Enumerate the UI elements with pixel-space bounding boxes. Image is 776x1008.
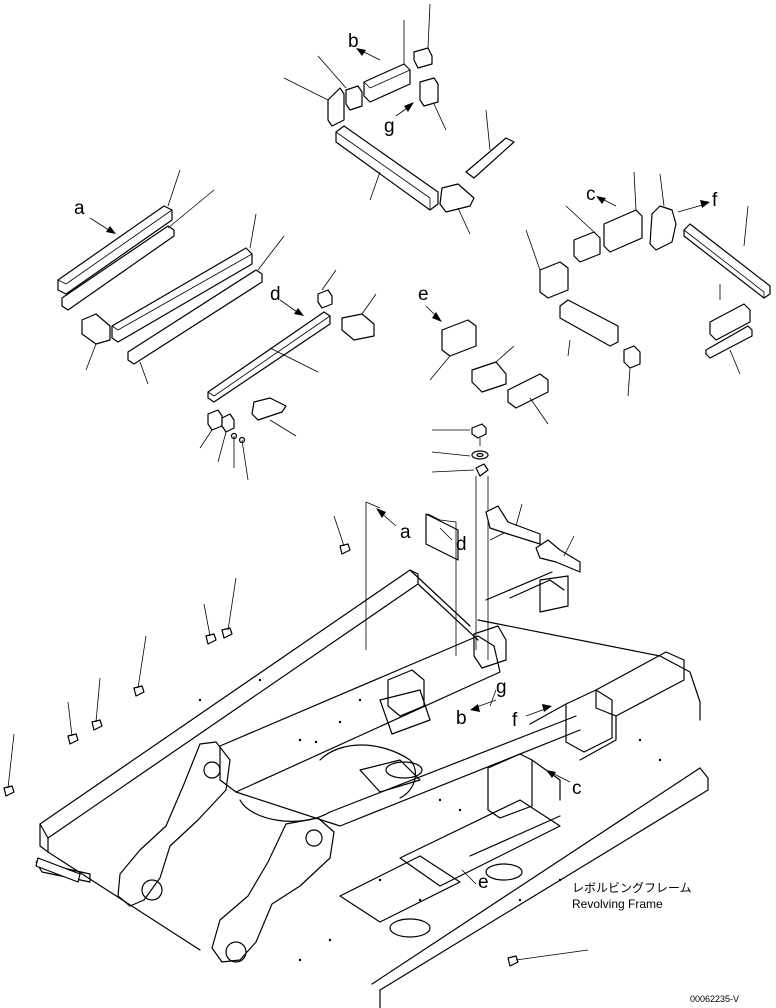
callout-d-left: d xyxy=(270,284,281,305)
callout-g-frame: g xyxy=(496,677,507,698)
callout-a-left: a xyxy=(74,198,85,219)
part-group-left xyxy=(57,169,337,481)
callout-a-frame: a xyxy=(400,522,411,543)
callout-b-frame: b xyxy=(456,708,467,729)
part-group-top xyxy=(283,3,515,235)
part-group-right xyxy=(525,171,771,397)
callout-e-middle: e xyxy=(418,284,429,305)
assembly-label-japanese: レボルビングフレーム xyxy=(572,881,692,895)
part-group-middle xyxy=(341,293,549,477)
callout-c-right: c xyxy=(586,184,596,205)
callout-f-frame: f xyxy=(512,710,518,731)
callout-b-top: b xyxy=(348,31,359,52)
revolving-frame-drawing xyxy=(3,476,709,1008)
assembly-label-english: Revolving Frame xyxy=(572,897,663,911)
callout-d-frame: d xyxy=(456,534,467,555)
callout-g-top: g xyxy=(384,116,395,137)
callout-e-frame: e xyxy=(478,872,489,893)
callout-c-frame: c xyxy=(572,778,582,799)
drawing-number: 00062235-V xyxy=(690,994,739,1004)
callout-f-right: f xyxy=(712,190,718,211)
